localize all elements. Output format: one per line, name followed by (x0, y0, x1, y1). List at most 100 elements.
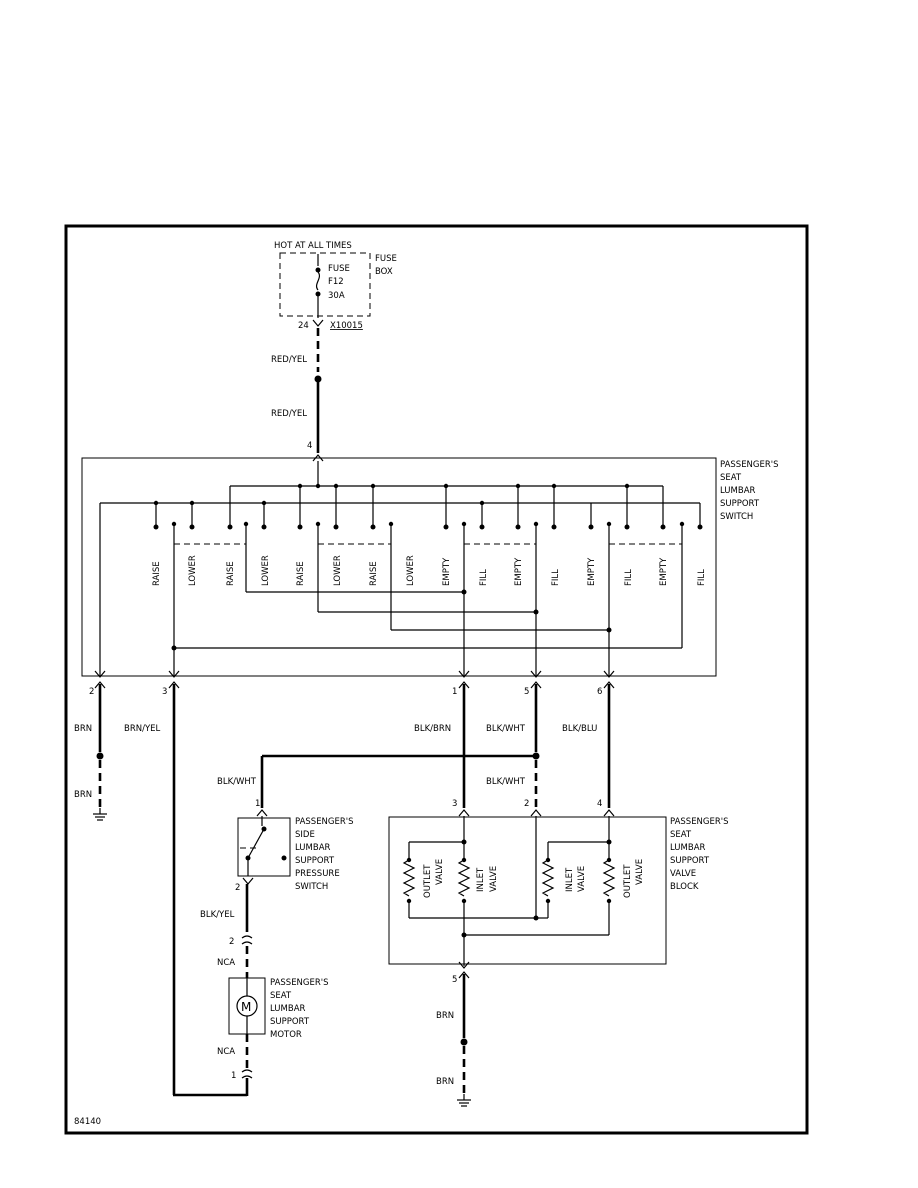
fuse-connector-id: X10015 (330, 321, 363, 331)
svg-text:SIDE: SIDE (295, 830, 315, 840)
fuse-pin-number: 24 (298, 321, 309, 331)
svg-text:SWITCH: SWITCH (720, 512, 753, 522)
wire-color-nca-2: NCA (217, 1047, 235, 1057)
diagram-frame (64, 224, 809, 1135)
wire-color-blk-brn: BLK/BRN (414, 724, 451, 734)
svg-text:SUPPORT: SUPPORT (720, 499, 760, 509)
wire-color-brn-yel: BRN/YEL (124, 724, 161, 734)
svg-text:PASSENGER'S: PASSENGER'S (720, 460, 779, 470)
fuse-rating: 30A (328, 291, 345, 301)
wire-color-blk-blu: BLK/BLU (562, 724, 597, 734)
wire-color-blk-wht-2: BLK/WHT (486, 777, 526, 787)
wire-color-brn-left-2: BRN (74, 790, 92, 800)
wire-color-blk-wht-1: BLK/WHT (486, 724, 526, 734)
valve-labels: OUTLET VALVE INLET VALVE INLET VALVE OUT… (423, 859, 645, 898)
svg-text:3: 3 (452, 799, 457, 809)
svg-text:SUPPORT: SUPPORT (270, 1017, 310, 1027)
wire-color-brn-right-2: BRN (436, 1077, 454, 1087)
svg-text:VALVE: VALVE (435, 859, 445, 885)
pin-3-label: 3 (162, 687, 167, 697)
svg-text:5: 5 (452, 975, 457, 985)
pin-1-label: 1 (452, 687, 457, 697)
lumbar-switch-box (81, 457, 717, 677)
svg-text:LOWER: LOWER (406, 555, 416, 586)
svg-text:SEAT: SEAT (270, 991, 292, 1001)
wire-color-blk-yel: BLK/YEL (200, 910, 235, 920)
wire-color-nca-1: NCA (217, 958, 235, 968)
wire-color-brn-left-1: BRN (74, 724, 92, 734)
svg-text:VALVE: VALVE (577, 866, 587, 892)
svg-text:OUTLET: OUTLET (623, 864, 633, 898)
svg-text:INLET: INLET (565, 867, 575, 892)
wire-color-red-yel-1: RED/YEL (271, 355, 307, 365)
wire-color-red-yel-2: RED/YEL (271, 409, 307, 419)
svg-text:LUMBAR: LUMBAR (295, 843, 331, 853)
svg-text:INLET: INLET (476, 867, 486, 892)
wire-color-brn-right-1: BRN (436, 1011, 454, 1021)
svg-text:VALVE: VALVE (670, 869, 696, 879)
switch-internal-wiring (94, 461, 703, 678)
svg-text:OUTLET: OUTLET (423, 864, 433, 898)
svg-text:EMPTY: EMPTY (442, 557, 452, 586)
svg-text:SUPPORT: SUPPORT (670, 856, 710, 866)
left-ground-circuit: BRN BRN (74, 684, 107, 821)
svg-text:PASSENGER'S: PASSENGER'S (295, 817, 354, 827)
fuse-box-label-2: BOX (375, 267, 393, 277)
svg-text:VALVE: VALVE (489, 866, 499, 892)
svg-text:LUMBAR: LUMBAR (270, 1004, 306, 1014)
svg-text:4: 4 (597, 799, 602, 809)
svg-text:MOTOR: MOTOR (270, 1030, 302, 1040)
fuse-id: F12 (328, 277, 344, 287)
pin-6-label: 6 (597, 687, 602, 697)
svg-text:LOWER: LOWER (333, 555, 343, 586)
svg-text:LUMBAR: LUMBAR (720, 486, 756, 496)
svg-text:EMPTY: EMPTY (587, 557, 597, 586)
fuse-box: HOT AT ALL TIMES FUSE F12 30A FUSE BOX 2… (274, 241, 397, 331)
svg-text:PASSENGER'S: PASSENGER'S (670, 817, 729, 827)
pin-5-label: 5 (524, 687, 529, 697)
svg-text:FILL: FILL (697, 569, 707, 586)
motor-pin-1: 1 (231, 1071, 236, 1081)
svg-text:RAISE: RAISE (152, 561, 162, 586)
svg-text:1: 1 (255, 799, 260, 809)
hot-at-all-times-label: HOT AT ALL TIMES (274, 241, 352, 251)
svg-text:LOWER: LOWER (261, 555, 271, 586)
svg-text:BLOCK: BLOCK (670, 882, 699, 892)
svg-text:FILL: FILL (551, 569, 561, 586)
lumbar-switch-label: PASSENGER'S SEAT LUMBAR SUPPORT SWITCH (720, 460, 779, 522)
svg-text:PRESSURE: PRESSURE (295, 869, 340, 879)
valve-block: 3 2 4 (388, 799, 667, 969)
valve-block-label: PASSENGER'S SEAT LUMBAR SUPPORT VALVE BL… (670, 817, 729, 892)
svg-text:LOWER: LOWER (188, 555, 198, 586)
svg-text:FILL: FILL (479, 569, 489, 586)
svg-text:RAISE: RAISE (369, 561, 379, 586)
svg-text:LUMBAR: LUMBAR (670, 843, 706, 853)
motor-label: PASSENGER'S SEAT LUMBAR SUPPORT MOTOR (270, 978, 329, 1040)
svg-text:EMPTY: EMPTY (659, 557, 669, 586)
svg-text:VALVE: VALVE (635, 859, 645, 885)
svg-text:SEAT: SEAT (670, 830, 692, 840)
pin-2-label: 2 (89, 687, 94, 697)
wire-color-blk-wht-3: BLK/WHT (217, 777, 257, 787)
svg-text:EMPTY: EMPTY (514, 557, 524, 586)
fuse-box-label-1: FUSE (375, 254, 397, 264)
switch-contact-labels: RAISE LOWER RAISE LOWER RAISE LOWER RAIS… (152, 555, 707, 586)
svg-text:SUPPORT: SUPPORT (295, 856, 335, 866)
pressure-switch: 1 2 (235, 799, 291, 893)
svg-text:RAISE: RAISE (296, 561, 306, 586)
motor-symbol: M (241, 1000, 251, 1014)
svg-text:FILL: FILL (624, 569, 634, 586)
lumbar-motor: M (228, 977, 266, 1035)
svg-text:PASSENGER'S: PASSENGER'S (270, 978, 329, 988)
svg-text:2: 2 (235, 883, 240, 893)
svg-text:RAISE: RAISE (226, 561, 236, 586)
figure-id: 84140 (74, 1117, 101, 1127)
svg-text:SWITCH: SWITCH (295, 882, 328, 892)
pin-4-label: 4 (307, 441, 312, 451)
right-ground-circuit: 5 BRN BRN (436, 971, 471, 1107)
svg-text:SEAT: SEAT (720, 473, 742, 483)
fuse-label: FUSE (328, 264, 350, 274)
pressure-switch-label: PASSENGER'S SIDE LUMBAR SUPPORT PRESSURE… (295, 817, 354, 892)
motor-pin-2: 2 (229, 937, 234, 947)
